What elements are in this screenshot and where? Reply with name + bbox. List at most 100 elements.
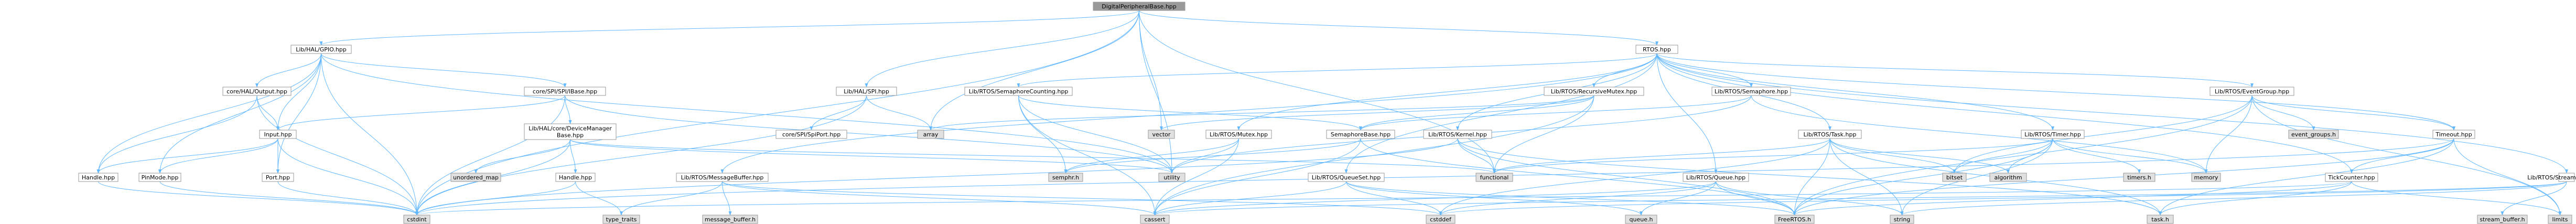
- node-label: Lib/RTOS/Semaphore.hpp: [1715, 88, 1788, 95]
- node-label: Lib/RTOS/Mutex.hpp: [1210, 131, 1268, 138]
- edge-lib_hal_gpio-to-core_hal_ibase: [321, 53, 567, 88]
- node-box: [403, 215, 430, 224]
- node-label: core/SPI/SPI/IBase.hpp: [533, 88, 597, 95]
- node-label: Lib/RTOS/StreamBuffer.hpp: [2527, 174, 2576, 181]
- node-label: PinMode.hpp: [142, 174, 179, 181]
- edge-root-to-array: [929, 10, 1139, 131]
- edge-lib_hal_spi-to-core_spi_port: [810, 95, 867, 131]
- edge-lib_hal_spi-to-array: [866, 95, 932, 131]
- edge-root-to-lib_hal_gpio: [319, 10, 1139, 46]
- node-box: [524, 123, 617, 140]
- node-label: Base.hpp: [557, 132, 584, 139]
- node-root[interactable]: DigitalPeripheralBase.hpp: [1093, 2, 1185, 11]
- node-handle-top[interactable]: Handle.hpp: [78, 173, 118, 182]
- edge-lib_hal_core_dm-to-functional: [570, 139, 1496, 174]
- node-label: Lib/RTOS/Task.hpp: [1804, 131, 1857, 138]
- node-label: limits: [2552, 216, 2568, 223]
- node-handle-mid[interactable]: Handle.hpp: [555, 173, 596, 182]
- node-box: [676, 173, 769, 182]
- edge-lib_hal_gpio-to-handle_top: [96, 53, 321, 174]
- node-pinmode[interactable]: PinMode.hpp: [138, 173, 181, 182]
- node-label: Handle.hpp: [82, 174, 115, 181]
- node-core-hal-output[interactable]: core/HAL/Output.hpp: [222, 87, 292, 96]
- node-label: Input.hpp: [264, 131, 292, 138]
- node-core-hal-ibase[interactable]: core/SPI/SPI/IBase.hpp: [524, 87, 606, 96]
- node-label: task.h: [2151, 216, 2169, 223]
- node-label: semphr.h: [1052, 174, 1079, 181]
- node-box: [1989, 173, 2027, 182]
- edge-rtos_eventgroup-to-freertos_h: [1793, 95, 2252, 216]
- edge-input-to-cstdint: [277, 138, 418, 216]
- edge-rtos_kernel-to-cstdint: [415, 138, 1458, 216]
- node-rtos-kernel[interactable]: Lib/RTOS/Kernel.hpp: [1423, 130, 1492, 139]
- node-lib-hal-gpio[interactable]: Lib/HAL/GPIO.hpp: [290, 45, 352, 54]
- node-type-traits: type_traits: [602, 215, 640, 224]
- node-box: [450, 173, 501, 182]
- node-rtos-queueset[interactable]: Lib/RTOS/QueueSet.hpp: [1308, 173, 1385, 182]
- node-rtos-semaphore[interactable]: Lib/RTOS/Semaphore.hpp: [1711, 87, 1791, 96]
- edge-rtos_queue-to-freertos_h: [1716, 181, 1796, 216]
- node-lib-hal-spi[interactable]: Lib/HAL/SPI.hpp: [836, 87, 897, 96]
- node-cassert: cassert: [1140, 215, 1170, 224]
- node-rtos-recmutex[interactable]: Lib/RTOS/RecursiveMutex.hpp: [1544, 87, 1644, 96]
- node-label: Lib/RTOS/MessageBuffer.hpp: [681, 174, 764, 181]
- node-rtos-msgbuf[interactable]: Lib/RTOS/MessageBuffer.hpp: [676, 173, 769, 182]
- node-box: [702, 215, 758, 224]
- edge-rtos_mutex-to-cassert: [1153, 138, 1239, 216]
- edge-rtos_mutex-to-semphr_h: [1064, 138, 1239, 174]
- node-sem-base[interactable]: SemaphoreBase.hpp: [1326, 130, 1395, 139]
- edge-sem_counting-to-sem_base: [1018, 95, 1362, 131]
- dependency-nodes: DigitalPeripheralBase.hppLib/HAL/GPIO.hp…: [78, 2, 2576, 224]
- node-rtos-task[interactable]: Lib/RTOS/Task.hpp: [1798, 130, 1862, 139]
- dependency-edges: [96, 10, 2568, 216]
- node-label: functional: [1480, 174, 1509, 181]
- node-timeout[interactable]: Timeout.hpp: [2432, 130, 2475, 139]
- edge-tickcounter-to-task_h: [2159, 181, 2352, 216]
- node-rtos-mutex[interactable]: Lib/RTOS/Mutex.hpp: [1205, 130, 1272, 139]
- edge-rtos_timer-to-timers_h: [2052, 138, 2141, 174]
- node-label: Lib/RTOS/QueueSet.hpp: [1312, 174, 1381, 181]
- node-label: queue.h: [1630, 216, 1653, 223]
- edge-core_hal_output-to-cstdint: [256, 95, 418, 216]
- node-rtos[interactable]: RTOS.hpp: [1635, 45, 1678, 54]
- node-port[interactable]: Port.hpp: [262, 173, 294, 182]
- node-label: stream_buffer.h: [2480, 216, 2525, 223]
- node-tickcounter[interactable]: TickCounter.hpp: [2325, 173, 2378, 182]
- node-sem-counting[interactable]: Lib/RTOS/SemaphoreCounting.hpp: [964, 87, 1073, 96]
- edge-sem_base-to-cassert: [1153, 138, 1361, 216]
- edge-tickcounter-to-cstdint: [415, 181, 2352, 216]
- node-box: [2558, 173, 2575, 182]
- edge-rtos_msgbuf-to-type_traits: [620, 181, 723, 216]
- edge-root-to-vector: [1139, 10, 1163, 131]
- node-cstddef: cstddef: [1426, 215, 1456, 224]
- edge-rtos_kernel-to-functional: [1457, 138, 1496, 174]
- node-rtos-queue[interactable]: Lib/RTOS/Queue.hpp: [1683, 173, 1749, 182]
- edge-rtos_streambuf-to-cassert: [1154, 181, 2567, 216]
- node-label: cstdint: [407, 216, 427, 223]
- edge-rtos-to-rtos_streambuf: [1656, 53, 2568, 174]
- edge-rtos_task-to-cstddef: [1439, 138, 1830, 216]
- node-label: core/HAL/Output.hpp: [227, 88, 287, 95]
- edge-rtos-to-timeout: [1656, 53, 2455, 131]
- node-rtos-eventgroup[interactable]: Lib/RTOS/EventGroup.hpp: [2209, 87, 2294, 96]
- edge-handle_top-to-cstdint: [98, 181, 418, 216]
- node-input[interactable]: Input.hpp: [259, 130, 297, 139]
- node-rtos-timer[interactable]: Lib/RTOS/Timer.hpp: [2021, 130, 2085, 139]
- node-box: [1158, 173, 1185, 182]
- node-box: [602, 215, 640, 224]
- node-vector: vector: [1148, 130, 1175, 139]
- node-rtos-streambuf[interactable]: Lib/RTOS/StreamBuffer.hpp: [2527, 173, 2576, 182]
- edge-rtos_kernel-to-freertos_h: [1457, 138, 1796, 216]
- node-queue-h: queue.h: [1625, 215, 1657, 224]
- node-box: [524, 87, 606, 96]
- node-box: [1148, 130, 1175, 139]
- node-memory: memory: [2191, 173, 2221, 182]
- edge-rtos-to-tickcounter: [1656, 53, 2353, 174]
- node-box: [1711, 87, 1791, 96]
- edge-rtos_msgbuf-to-cstddef: [722, 181, 1442, 216]
- node-event-groups-h: event_groups.h: [2288, 130, 2339, 139]
- edge-core_hal_output-to-input: [256, 95, 279, 131]
- edge-rtos_task-to-bitset: [1829, 138, 1956, 174]
- node-core-spi-port[interactable]: core/SPI/SpiPort.hpp: [775, 130, 847, 139]
